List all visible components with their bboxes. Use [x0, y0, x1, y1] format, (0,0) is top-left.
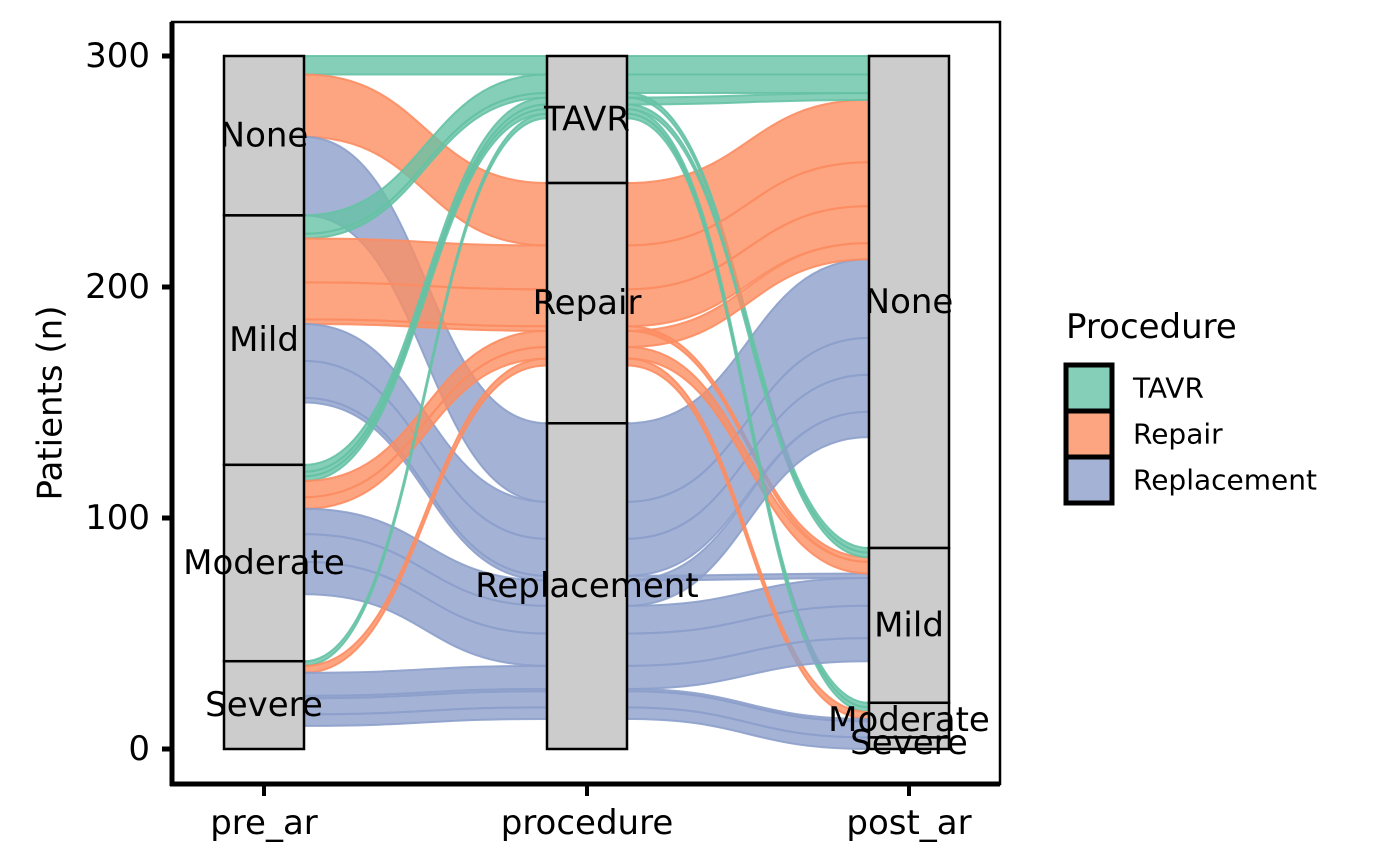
legend-title: Procedure [1066, 307, 1237, 347]
stratum-box [222, 659, 306, 751]
stratum-label: None [220, 116, 309, 156]
flow [303, 637, 870, 697]
stratum-label: None [865, 282, 954, 322]
stratum-box [545, 422, 629, 751]
stratum-box [222, 214, 306, 467]
stratum-label: Repair [533, 283, 642, 323]
flow-ribbon [626, 55, 870, 76]
stratum-label: Severe [205, 685, 323, 725]
stratum-label: Mild [874, 605, 944, 645]
stratum-box [545, 54, 629, 185]
legend-label: TAVR [1132, 372, 1204, 405]
legend-item: Repair [1063, 408, 1223, 460]
y-tick-label: 300 [85, 36, 150, 76]
stratum-box [867, 736, 951, 751]
y-tick-label: 100 [85, 498, 150, 538]
legend-key [1063, 454, 1115, 506]
legend-item: Replacement [1063, 454, 1317, 506]
legend-item: TAVR [1063, 362, 1204, 414]
stratum-box [545, 181, 629, 425]
stratum-label: Mild [229, 320, 299, 360]
flows-layer [303, 55, 870, 751]
flow-ribbon [303, 55, 548, 76]
y-axis-title: Patients (n) [31, 306, 71, 501]
strata-layer [222, 54, 951, 751]
stratum-label: Moderate [828, 700, 990, 740]
stratum-label: Replacement [475, 566, 698, 606]
x-axis-ticks: pre_ar procedure post_ar [210, 784, 972, 843]
flow-ribbon [626, 73, 870, 94]
x-tick-label: post_ar [846, 803, 971, 843]
y-tick-label: 0 [128, 729, 150, 769]
stratum-label: Severe [850, 723, 968, 763]
stratum-box [222, 463, 306, 663]
x-tick-label: pre_ar [210, 803, 318, 843]
stratum-box [867, 54, 951, 550]
legend-label: Replacement [1133, 464, 1317, 497]
legend-key [1063, 362, 1115, 414]
stratum-box [867, 546, 951, 705]
legend-label: Repair [1133, 418, 1223, 451]
y-tick-label: 200 [85, 267, 150, 307]
y-axis-ticks: 0 100 200 300 [85, 36, 172, 769]
legend-key [1063, 408, 1115, 460]
x-tick-label: procedure [501, 803, 674, 843]
stratum-label: Moderate [183, 543, 345, 583]
stratum-label: TAVR [543, 100, 630, 140]
stratum-labels-layer: NoneMildModerateSevereTAVRRepairReplacem… [183, 100, 990, 764]
